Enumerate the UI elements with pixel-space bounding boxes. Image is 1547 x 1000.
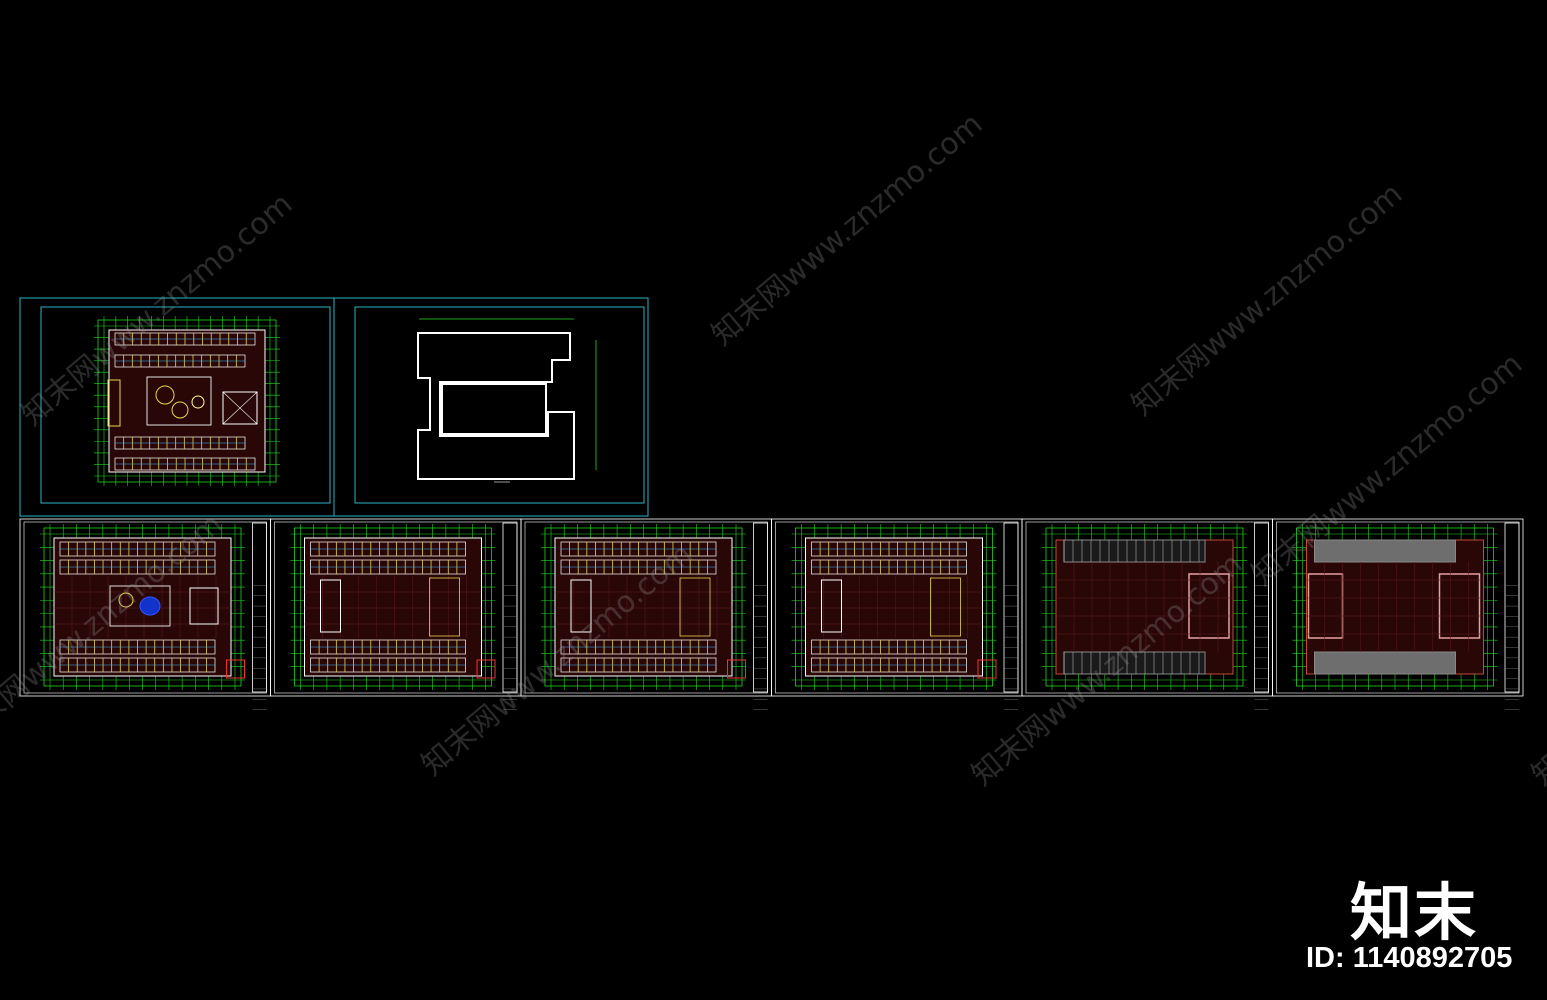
- parking-row: [59, 541, 216, 557]
- garden-area: [146, 376, 212, 426]
- parking-row: [811, 639, 967, 655]
- garden-area: [109, 585, 171, 627]
- side-parking: [429, 577, 460, 637]
- tree-mark: [191, 395, 205, 409]
- tree-mark: [118, 592, 134, 608]
- building-outline: [554, 537, 733, 677]
- core-block: [1188, 573, 1230, 639]
- parking-row: [560, 541, 717, 557]
- title-block: [1504, 522, 1520, 710]
- title-block: [502, 522, 518, 710]
- parking-row: [114, 332, 256, 346]
- parking-row: [811, 541, 967, 557]
- roof-strip-top: [1063, 539, 1206, 563]
- key-plan: [476, 659, 496, 679]
- parking-row: [59, 559, 216, 575]
- sheet-5: [1021, 518, 1273, 710]
- parking-row: [811, 657, 967, 673]
- sheet-1: [19, 518, 271, 710]
- stair-core: [222, 391, 258, 425]
- sheet-2: [270, 518, 522, 710]
- parking-row: [114, 457, 256, 471]
- key-plan: [727, 659, 746, 679]
- building-outline: [417, 332, 575, 480]
- parking-row: [560, 559, 717, 575]
- ramp: [320, 579, 341, 633]
- courtyard-outline: [441, 383, 547, 435]
- drawing-sheets: [19, 297, 1524, 710]
- key-plan: [226, 659, 245, 679]
- building-outline: [108, 329, 266, 473]
- title-block: [753, 522, 768, 710]
- ramp: [821, 579, 842, 633]
- roof-strip-top: [1314, 539, 1456, 563]
- sheet-3: [520, 518, 772, 710]
- parking-row: [310, 657, 466, 673]
- side-parking: [930, 577, 961, 637]
- parking-row: [114, 436, 246, 450]
- pond: [139, 596, 161, 616]
- key-plan: [977, 659, 997, 679]
- asset-id-label: ID: 1140892705: [1306, 942, 1513, 974]
- title-block: [1254, 522, 1269, 710]
- parking-row: [59, 639, 216, 655]
- sheet-4: [771, 518, 1023, 710]
- parking-row: [114, 354, 246, 368]
- sheet-frame: [1272, 518, 1524, 697]
- title-block: [1003, 522, 1019, 710]
- drawing-border: [354, 306, 645, 504]
- drawing-border: [40, 306, 331, 504]
- sheet-frame: [333, 297, 649, 517]
- building-outline: [805, 537, 983, 677]
- parking-row: [59, 657, 216, 673]
- parking-row: [560, 639, 717, 655]
- parking-row: [310, 639, 466, 655]
- tree-mark: [171, 401, 189, 419]
- title-block: [252, 522, 267, 710]
- sheet-overall-plan: [19, 297, 335, 517]
- ramp: [107, 379, 121, 427]
- side-parking: [679, 577, 711, 637]
- parking-row: [811, 559, 967, 575]
- stair-core: [189, 587, 219, 625]
- brand-logo: 知末: [1350, 876, 1479, 949]
- parking-row: [310, 559, 466, 575]
- ramp: [570, 579, 592, 633]
- tree-mark: [155, 385, 175, 405]
- roof-strip-bottom: [1063, 651, 1206, 675]
- parking-row: [310, 541, 466, 557]
- sheet-6: [1272, 518, 1524, 710]
- roof-strip-bottom: [1314, 651, 1456, 675]
- building-outline: [304, 537, 482, 677]
- sheet-outline-plan: [333, 297, 649, 517]
- parking-row: [560, 657, 717, 673]
- core-block: [1438, 573, 1481, 639]
